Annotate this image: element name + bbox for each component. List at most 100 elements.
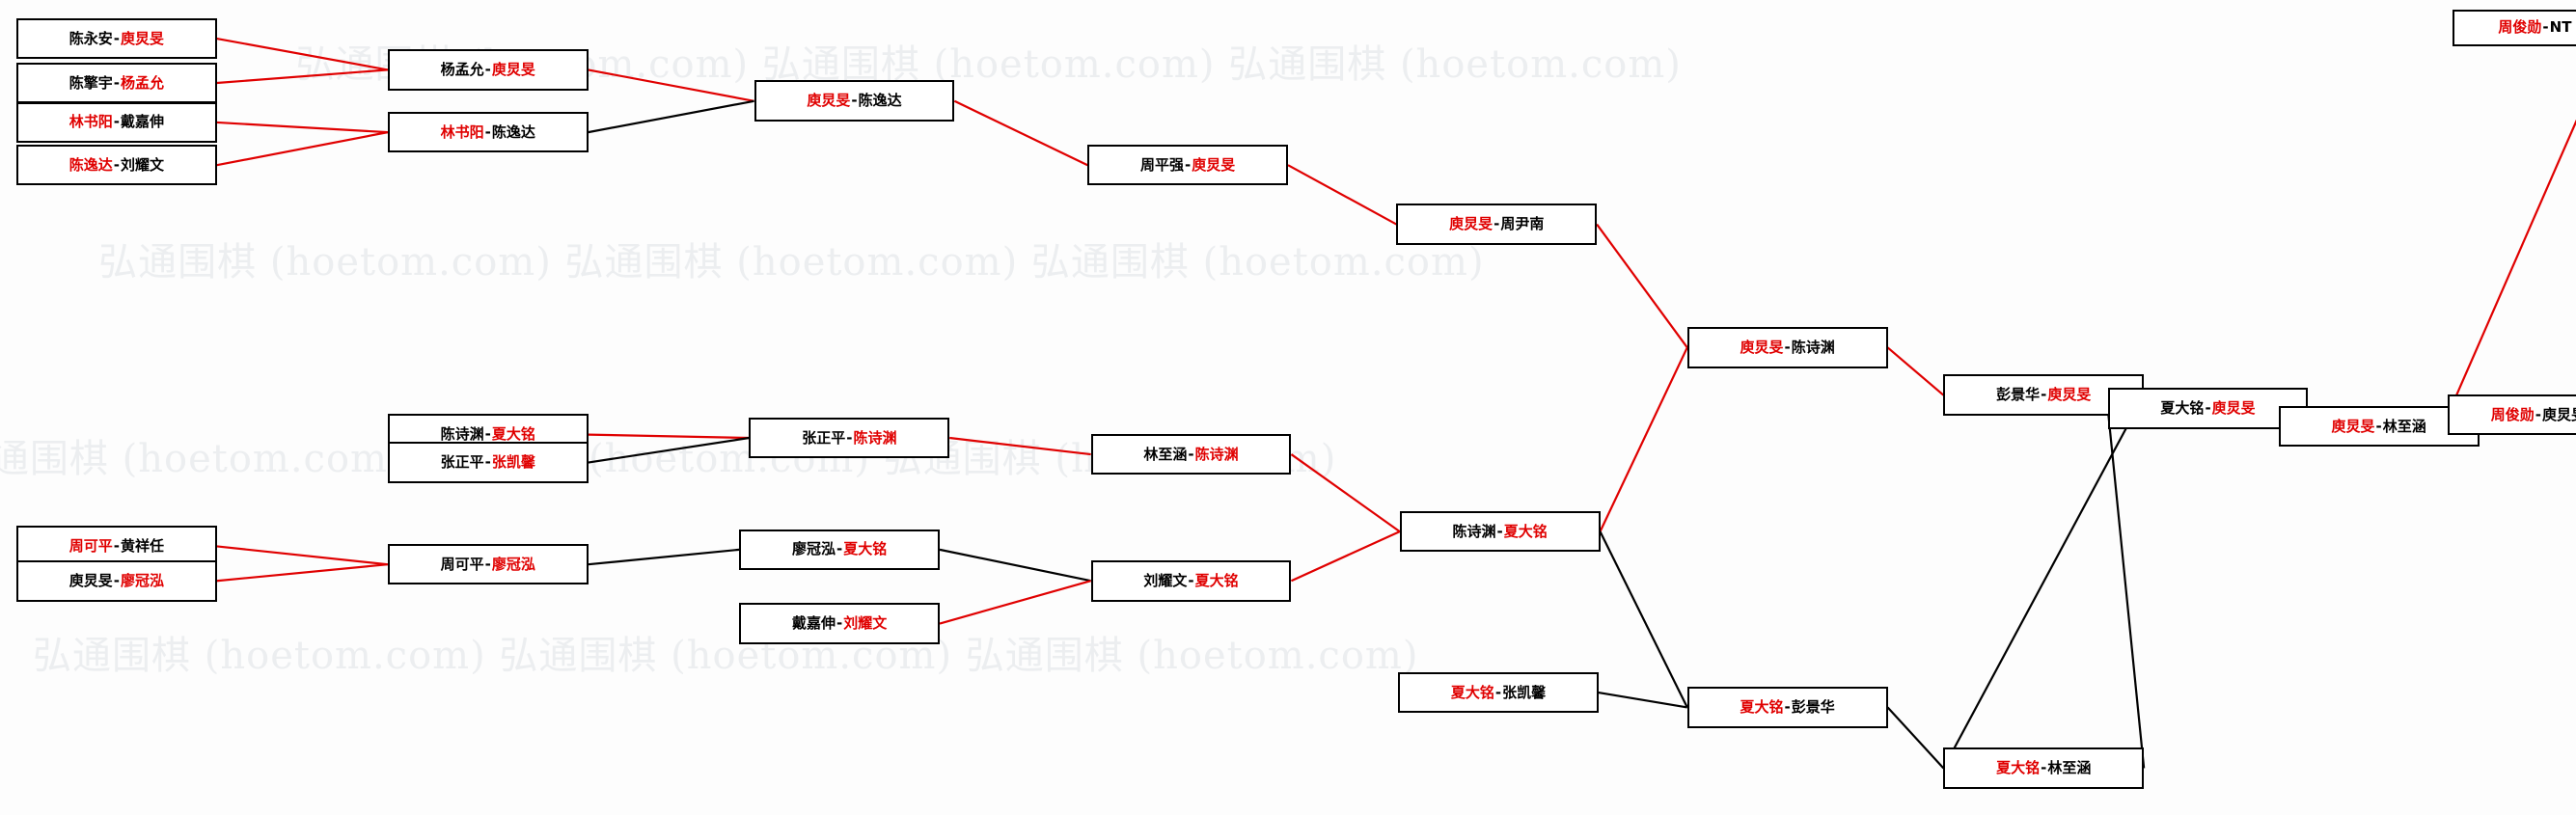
player-right: 张凯馨 — [1502, 683, 1547, 701]
vs-separator: - — [113, 29, 120, 47]
bracket-match-node[interactable]: 庾炅旻-陈诗渊 — [1686, 327, 1888, 368]
vs-separator: - — [2205, 398, 2211, 417]
player-right: 陈诗渊 — [1791, 338, 1835, 356]
bracket-match-node[interactable]: 庾炅旻-廖冠泓 — [16, 559, 217, 602]
bracket-match-node[interactable]: 庾炅旻-林至涵 — [2278, 405, 2480, 448]
vs-separator: - — [836, 614, 843, 632]
vs-separator: - — [2542, 18, 2549, 37]
player-right: 陈诗渊 — [853, 428, 897, 447]
player-left: 张正平 — [802, 428, 846, 447]
bracket-edge — [939, 548, 1091, 583]
player-right: 周尹南 — [1500, 215, 1545, 233]
player-right: 夏大铭 — [491, 425, 535, 444]
bracket-edge — [216, 131, 389, 167]
bracket-edge — [2447, 119, 2576, 416]
vs-separator: - — [484, 60, 491, 78]
player-left: 林书阳 — [69, 113, 113, 131]
bracket-edge — [1598, 691, 1687, 709]
player-left: 夏大铭 — [1740, 697, 1784, 716]
player-left: 林至涵 — [1143, 445, 1188, 463]
bracket-edge — [949, 436, 1091, 456]
vs-separator: - — [1494, 683, 1502, 701]
vs-separator: - — [1494, 215, 1500, 233]
player-left: 周俊勋 — [2490, 405, 2535, 423]
player-left: 廖冠泓 — [791, 540, 836, 558]
bracket-match-node[interactable]: 庾炅旻-周尹南 — [1396, 204, 1598, 245]
bracket-match-node[interactable]: 陈永安-庾炅旻 — [16, 17, 217, 60]
player-left: 周可平 — [440, 555, 484, 573]
vs-separator: - — [1784, 697, 1791, 716]
vs-separator: - — [484, 425, 491, 444]
player-right: 庾炅旻 — [2047, 386, 2092, 404]
player-right: 夏大铭 — [843, 540, 888, 558]
bracket-match-node[interactable]: 林至涵-陈诗渊 — [1090, 433, 1292, 475]
bracket-edge — [1290, 530, 1401, 583]
player-left: 刘耀文 — [1143, 571, 1188, 589]
bracket-edge — [953, 99, 1088, 167]
vs-separator: - — [2375, 417, 2382, 435]
player-right: 张凯馨 — [491, 453, 535, 472]
player-left: 陈永安 — [69, 29, 113, 47]
bracket-match-node[interactable]: 陈擎宇-杨孟允 — [16, 62, 217, 104]
player-left: 庾炅旻 — [807, 92, 851, 110]
bracket-match-node[interactable]: 周可平-廖冠泓 — [387, 543, 589, 585]
player-right: 庾炅旻 — [2541, 405, 2576, 423]
bracket-edge — [1599, 530, 1688, 708]
bracket-edge — [588, 548, 740, 566]
bracket-match-node[interactable]: 戴嘉伸-刘耀文 — [739, 603, 940, 644]
bracket-match-node[interactable]: 夏大铭-林至涵 — [1943, 747, 2145, 789]
bracket-match-node[interactable]: 张正平-张凯馨 — [387, 442, 589, 483]
player-right: 陈逸达 — [491, 122, 535, 141]
vs-separator: - — [113, 571, 120, 589]
bracket-edge — [216, 37, 389, 71]
vs-separator: - — [1188, 445, 1194, 463]
bracket-match-node[interactable]: 廖冠泓-夏大铭 — [739, 529, 940, 571]
player-left: 夏大铭 — [1450, 683, 1494, 701]
bracket-match-node[interactable]: 林书阳-戴嘉伸 — [16, 101, 217, 144]
player-right: 刘耀文 — [843, 614, 888, 632]
player-right: 戴嘉伸 — [121, 113, 165, 131]
bracket-match-node[interactable]: 夏大铭-张凯馨 — [1398, 671, 1599, 714]
bracket-edge — [2106, 408, 2146, 769]
bracket-edge — [1942, 394, 2146, 769]
bracket-edge — [216, 563, 388, 583]
player-left: 陈擎宇 — [69, 73, 113, 92]
bracket-match-node[interactable]: 周俊勋-庾炅旻 — [2448, 394, 2576, 436]
vs-separator: - — [846, 428, 853, 447]
bracket-match-node[interactable]: 庾炅旻-陈逸达 — [754, 80, 955, 122]
player-left: 张正平 — [440, 453, 484, 472]
player-right: 庾炅旻 — [1192, 155, 1236, 174]
bracket-match-node[interactable]: 夏大铭-庾炅旻 — [2107, 388, 2309, 429]
player-right: 廖冠泓 — [491, 555, 535, 573]
player-left: 庾炅旻 — [1740, 338, 1784, 356]
player-right: 陈诗渊 — [1194, 445, 1239, 463]
bracket-edge — [216, 121, 388, 134]
player-left: 彭景华 — [1996, 386, 2041, 404]
player-left: 夏大铭 — [2160, 398, 2205, 417]
bracket-edge — [1596, 223, 1688, 348]
player-right: 庾炅旻 — [491, 60, 535, 78]
vs-separator: - — [1188, 571, 1194, 589]
vs-separator: - — [113, 155, 120, 174]
bracket-match-node[interactable]: 夏大铭-彭景华 — [1686, 687, 1888, 728]
bracket-match-node[interactable]: 林书阳-陈逸达 — [387, 111, 589, 153]
player-left: 陈诗渊 — [1452, 522, 1496, 540]
bracket-match-node[interactable]: 周俊勋-NT — [2453, 10, 2576, 46]
bracket-match-node[interactable]: 刘耀文-夏大铭 — [1090, 559, 1292, 602]
player-left: 庾炅旻 — [69, 571, 113, 589]
bracket-match-node[interactable]: 陈诗渊-夏大铭 — [1399, 510, 1601, 553]
player-left: 杨孟允 — [440, 60, 484, 78]
bracket-edge — [1290, 453, 1401, 533]
bracket-match-node[interactable]: 张正平-陈诗渊 — [749, 417, 950, 459]
vs-separator: - — [484, 555, 491, 573]
player-left: 庾炅旻 — [1449, 215, 1494, 233]
bracket-match-node[interactable]: 陈逸达-刘耀文 — [16, 144, 217, 186]
player-right: 廖冠泓 — [121, 571, 165, 589]
player-left: 戴嘉伸 — [791, 614, 836, 632]
vs-separator: - — [2041, 758, 2047, 776]
bracket-match-node[interactable]: 杨孟允-庾炅旻 — [387, 49, 589, 91]
bracket-match-node[interactable]: 周平强-庾炅旻 — [1087, 144, 1288, 186]
player-right: 林至涵 — [2382, 417, 2426, 435]
bracket-edge — [1287, 164, 1397, 226]
player-right: NT — [2549, 18, 2572, 37]
